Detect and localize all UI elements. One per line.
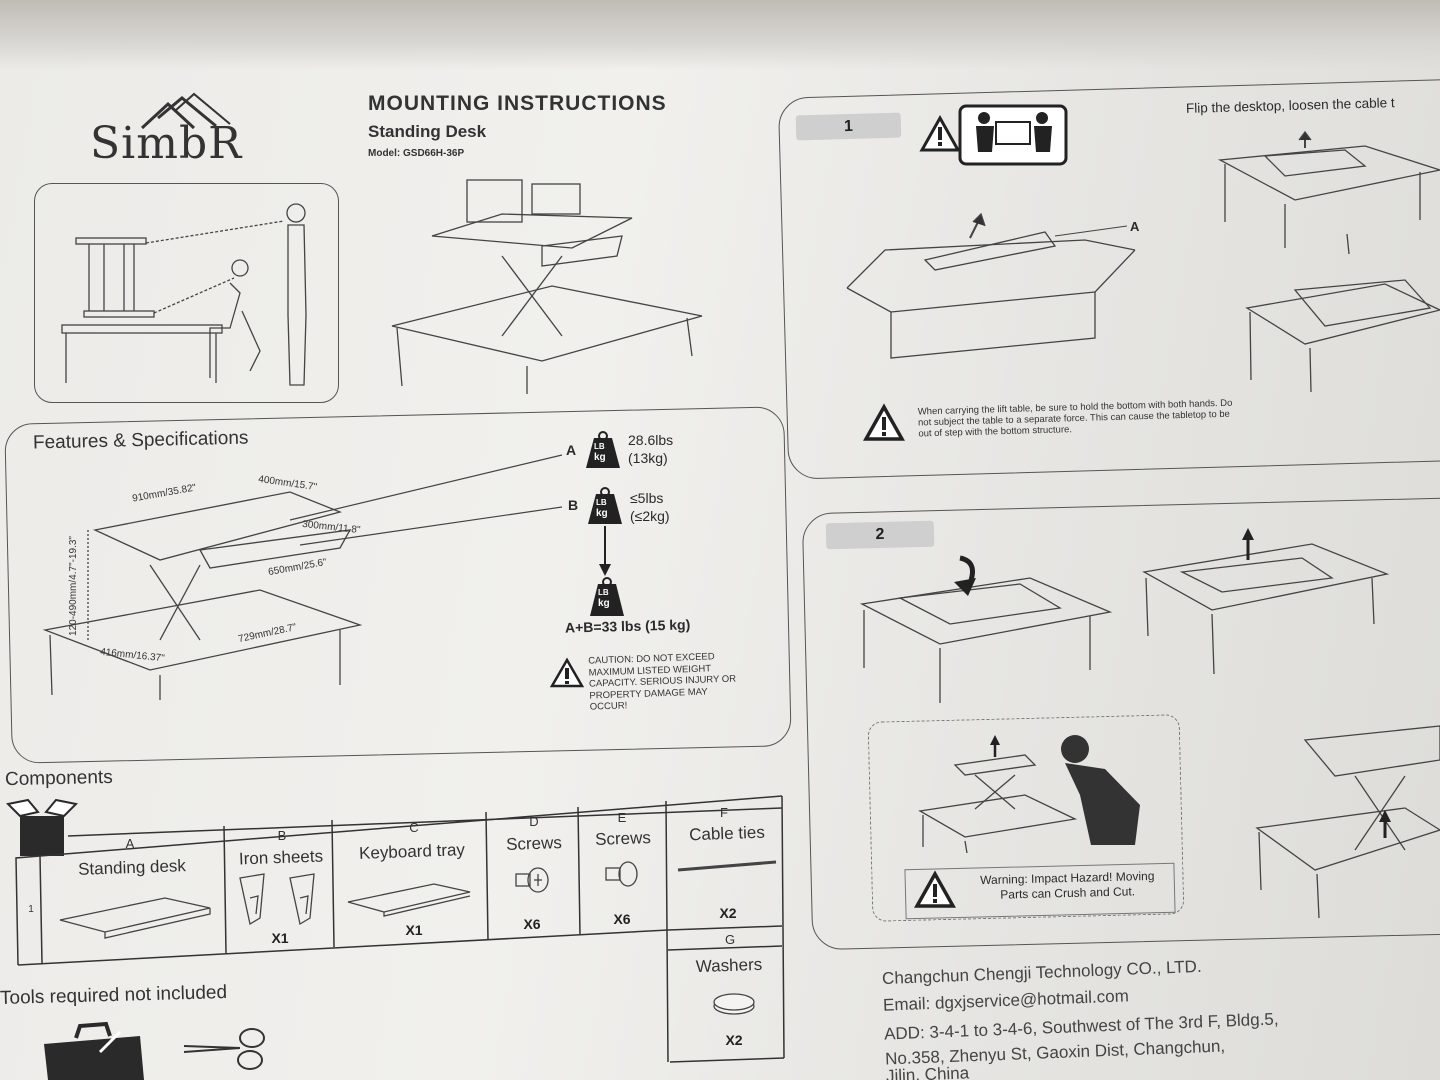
weight-a-icon — [586, 431, 620, 468]
screw-e-icon — [605, 861, 638, 887]
step2-number: 2 — [825, 520, 935, 550]
step2-warning-text: Warning: Impact Hazard! Moving Parts can… — [980, 868, 1155, 902]
load-b-label: B — [568, 497, 579, 513]
brand-logo: SimbR — [90, 92, 270, 170]
model-number: Model: GSD66H-36P — [368, 148, 465, 159]
weight-b-icon — [588, 487, 622, 524]
step1-box-illustration — [846, 212, 1136, 359]
keyboard-tray-part-icon — [347, 883, 471, 917]
load-lines — [289, 454, 563, 546]
page-title: MOUNTING INSTRUCTIONS — [368, 92, 667, 115]
comp-name-d: Screws — [505, 833, 563, 854]
comp-letter-b: B — [277, 828, 287, 843]
ergonomics-panel — [34, 183, 339, 403]
weight-total-lb: LB — [598, 588, 609, 597]
comp-letter-e: E — [617, 810, 627, 825]
company-address-line3: Jilin, China — [885, 1063, 970, 1080]
comp-letter-g: G — [724, 932, 736, 947]
weight-b-lb: LB — [596, 498, 607, 507]
impact-hazard-illustration — [918, 735, 1140, 854]
weight-total-kg: kg — [598, 598, 610, 609]
weight-a-lb: LB — [594, 442, 605, 451]
weight-a-kg: kg — [594, 452, 606, 463]
comp-qty-f: X2 — [719, 905, 737, 921]
step2-lift-illustration — [1142, 528, 1390, 675]
scissors-icon — [183, 1028, 265, 1070]
comp-name-e: Screws — [594, 828, 652, 849]
load-b-lbs: ≤5lbs — [630, 490, 664, 506]
load-b-kg: (≤2kg) — [630, 508, 670, 524]
weight-b-kg: kg — [596, 508, 608, 519]
comp-qty-b: X1 — [271, 930, 289, 946]
caution-icon — [549, 657, 585, 688]
step2-place-illustration — [859, 555, 1113, 703]
weight-total-icon — [590, 577, 624, 616]
comp-name-f: Cable ties — [688, 822, 766, 845]
comp-letter-f: F — [720, 805, 728, 820]
load-a-lbs: 28.6lbs — [628, 432, 674, 448]
cable-tie-part-icon — [677, 860, 777, 872]
iron-sheet-part-icon — [239, 873, 315, 926]
comp-name-b: Iron sheets — [238, 846, 324, 869]
arrow-down-icon — [599, 526, 611, 576]
paper-shadow — [0, 0, 1440, 70]
comp-letter-d: D — [529, 814, 539, 829]
comp-letter-c: C — [409, 820, 419, 835]
comp-row-number: 1 — [28, 904, 34, 915]
comp-name-g: Washers — [695, 954, 763, 977]
step1-number: 1 — [795, 112, 902, 141]
standing-desk-part-icon — [59, 897, 211, 939]
washer-part-icon — [713, 993, 755, 1015]
step2-raised-illustration — [1255, 725, 1440, 919]
step1-warning-icon — [863, 403, 905, 441]
box-icon — [5, 798, 79, 856]
spec-diagram — [42, 491, 363, 700]
product-name: Standing Desk — [368, 122, 487, 141]
two-person-lift-icon — [919, 104, 1068, 166]
step1-flip-illustration — [1217, 130, 1440, 393]
ergonomics-illustration — [61, 203, 307, 386]
comp-qty-e: X6 — [613, 911, 631, 927]
comp-qty-g: X2 — [725, 1032, 743, 1048]
load-a-label: A — [566, 442, 577, 458]
screw-d-icon — [515, 867, 549, 893]
load-a-kg: (13kg) — [628, 450, 668, 466]
comp-qty-c: X1 — [405, 922, 423, 938]
logo-text: SimbR — [90, 118, 243, 169]
desk-illustration — [391, 179, 703, 394]
comp-letter-a: A — [125, 836, 135, 851]
comp-qty-d: X6 — [523, 916, 541, 932]
toolbox-icon — [44, 1021, 144, 1080]
step2-warning-icon — [914, 870, 956, 908]
roof-icon — [140, 92, 231, 130]
step1-label-a: A — [1130, 219, 1140, 234]
